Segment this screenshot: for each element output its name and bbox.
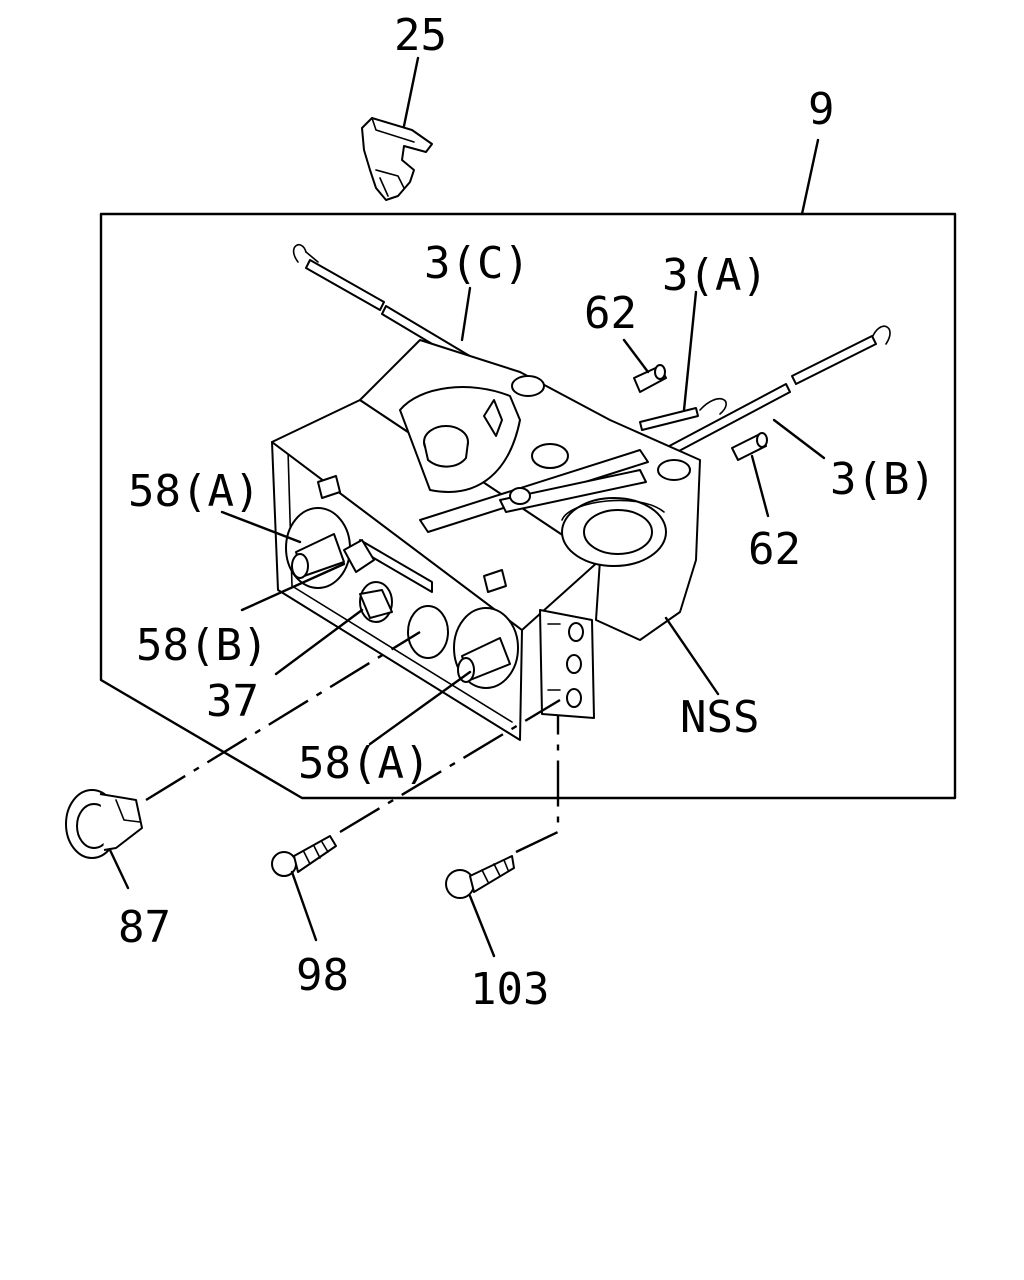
callout-62-top: 62	[584, 288, 637, 339]
callout-3B: 3(B)	[830, 454, 936, 505]
callout-3C: 3(C)	[424, 238, 530, 289]
part-62-pin-left	[633, 364, 667, 393]
callout-58B: 58(B)	[136, 620, 268, 671]
callout-25: 25	[394, 10, 447, 61]
callout-NSS: NSS	[680, 692, 759, 743]
callout-87: 87	[118, 902, 171, 953]
cable-3B	[657, 325, 891, 461]
callout-98: 98	[296, 950, 349, 1001]
heater-control-unit	[271, 339, 701, 741]
callout-58A-top: 58(A)	[128, 466, 260, 517]
part-25-clip	[361, 117, 433, 201]
cable-3A	[639, 398, 727, 431]
callout-3A: 3(A)	[662, 250, 768, 301]
callout-103: 103	[470, 964, 549, 1015]
assembly-box	[99, 212, 957, 800]
callout-9: 9	[808, 84, 835, 135]
leader-lines	[108, 56, 826, 958]
callout-37: 37	[206, 676, 259, 727]
part-87-clip	[65, 789, 143, 859]
callout-58A-bottom: 58(A)	[298, 738, 430, 789]
part-62-pin-right	[731, 432, 768, 461]
callout-62-right: 62	[748, 524, 801, 575]
part-103-screw	[445, 855, 515, 899]
callout-labels: 25 9 3(C) 3(A) 62 3(B) 62 58(A) 58(B) 37…	[118, 10, 936, 1015]
part-98-screw	[271, 835, 337, 877]
